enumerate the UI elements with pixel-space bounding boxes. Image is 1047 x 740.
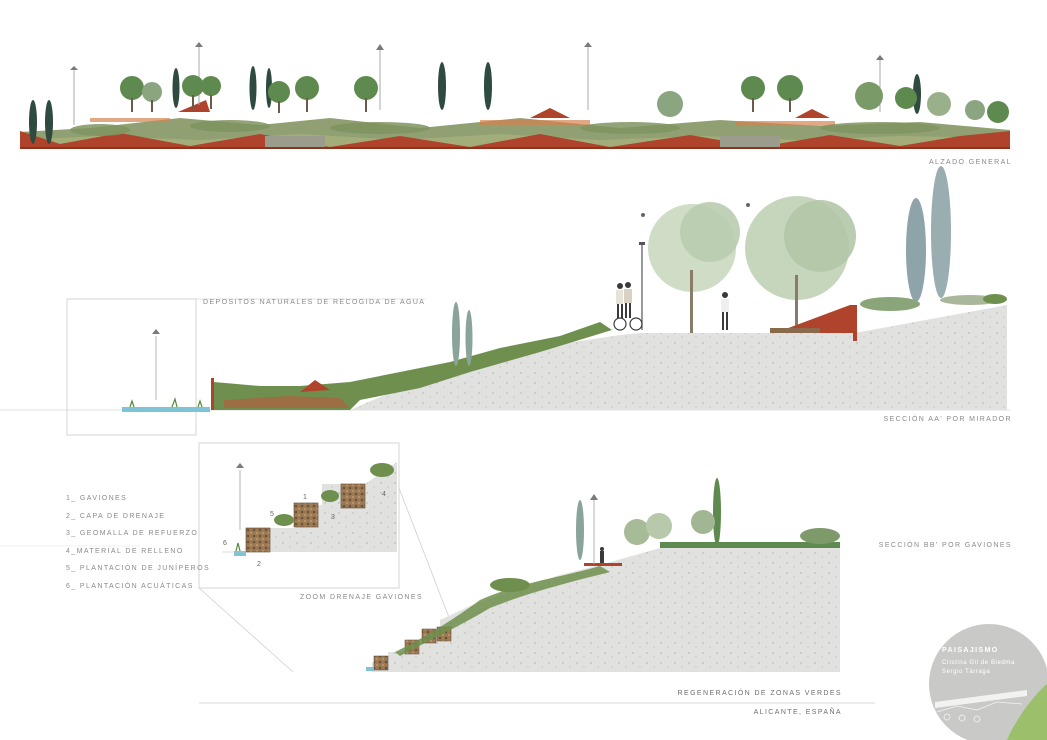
- badge-title: PAISAJISMO: [942, 647, 999, 654]
- zoom-number-1: 1: [303, 494, 307, 501]
- footer-location: ALICANTE, ESPAÑA: [753, 709, 842, 716]
- zoom-number-5: 5: [270, 511, 274, 518]
- legend-item-relleno: 4_MATERIAL DE RELLENO: [66, 547, 184, 555]
- elevation-general: [20, 42, 1010, 149]
- label-alzado-general: ALZADO GENERAL: [928, 159, 1012, 166]
- zoom-numbers: 1 2 3 4 5 6: [223, 491, 386, 568]
- label-zoom: ZOOM DRENAJE GAVIONES: [300, 594, 424, 601]
- zoom-number-6: 6: [223, 540, 227, 547]
- legend-item-gaviones: 1_ GAVIONES: [66, 495, 128, 502]
- label-seccion-bb: SECCIÓN BB' POR GAVIONES: [878, 542, 1012, 549]
- badge-author-2: Sergio Tárraga: [942, 669, 991, 675]
- label-depositos: DEPOSITOS NATURALES DE RECOGIDA DE AGUA: [203, 299, 426, 306]
- zoom-gabion-drainage: [198, 442, 451, 673]
- section-aa: [0, 166, 1010, 436]
- legend: 1_ GAVIONES 2_ CAPA DE DRENAJE 3_ GEOMAL…: [66, 490, 210, 595]
- badge-author-1: Cristina Gil de Biedma: [942, 660, 1015, 666]
- legend-item-juniperos: 5_ PLANTACIÓN DE JUNÍPEROS: [66, 565, 211, 572]
- zoom-number-4: 4: [382, 491, 386, 498]
- label-seccion-aa: SECCIÓN AA' POR MIRADOR: [883, 416, 1012, 423]
- badge-circle: [929, 624, 1047, 740]
- zoom-number-2: 2: [257, 561, 261, 568]
- legend-item-acuaticas: 6_ PLANTACIÓN ACUÁTICAS: [66, 582, 194, 590]
- footer-title: REGENERACIÓN DE ZONAS VERDES: [677, 690, 842, 697]
- legend-item-capa-drenaje: 2_ CAPA DE DRENAJE: [66, 512, 166, 520]
- zoom-number-3: 3: [331, 514, 335, 521]
- legend-item-geomalla: 3_ GEOMALLA DE REFUERZO: [66, 530, 199, 537]
- section-bb: [366, 478, 840, 672]
